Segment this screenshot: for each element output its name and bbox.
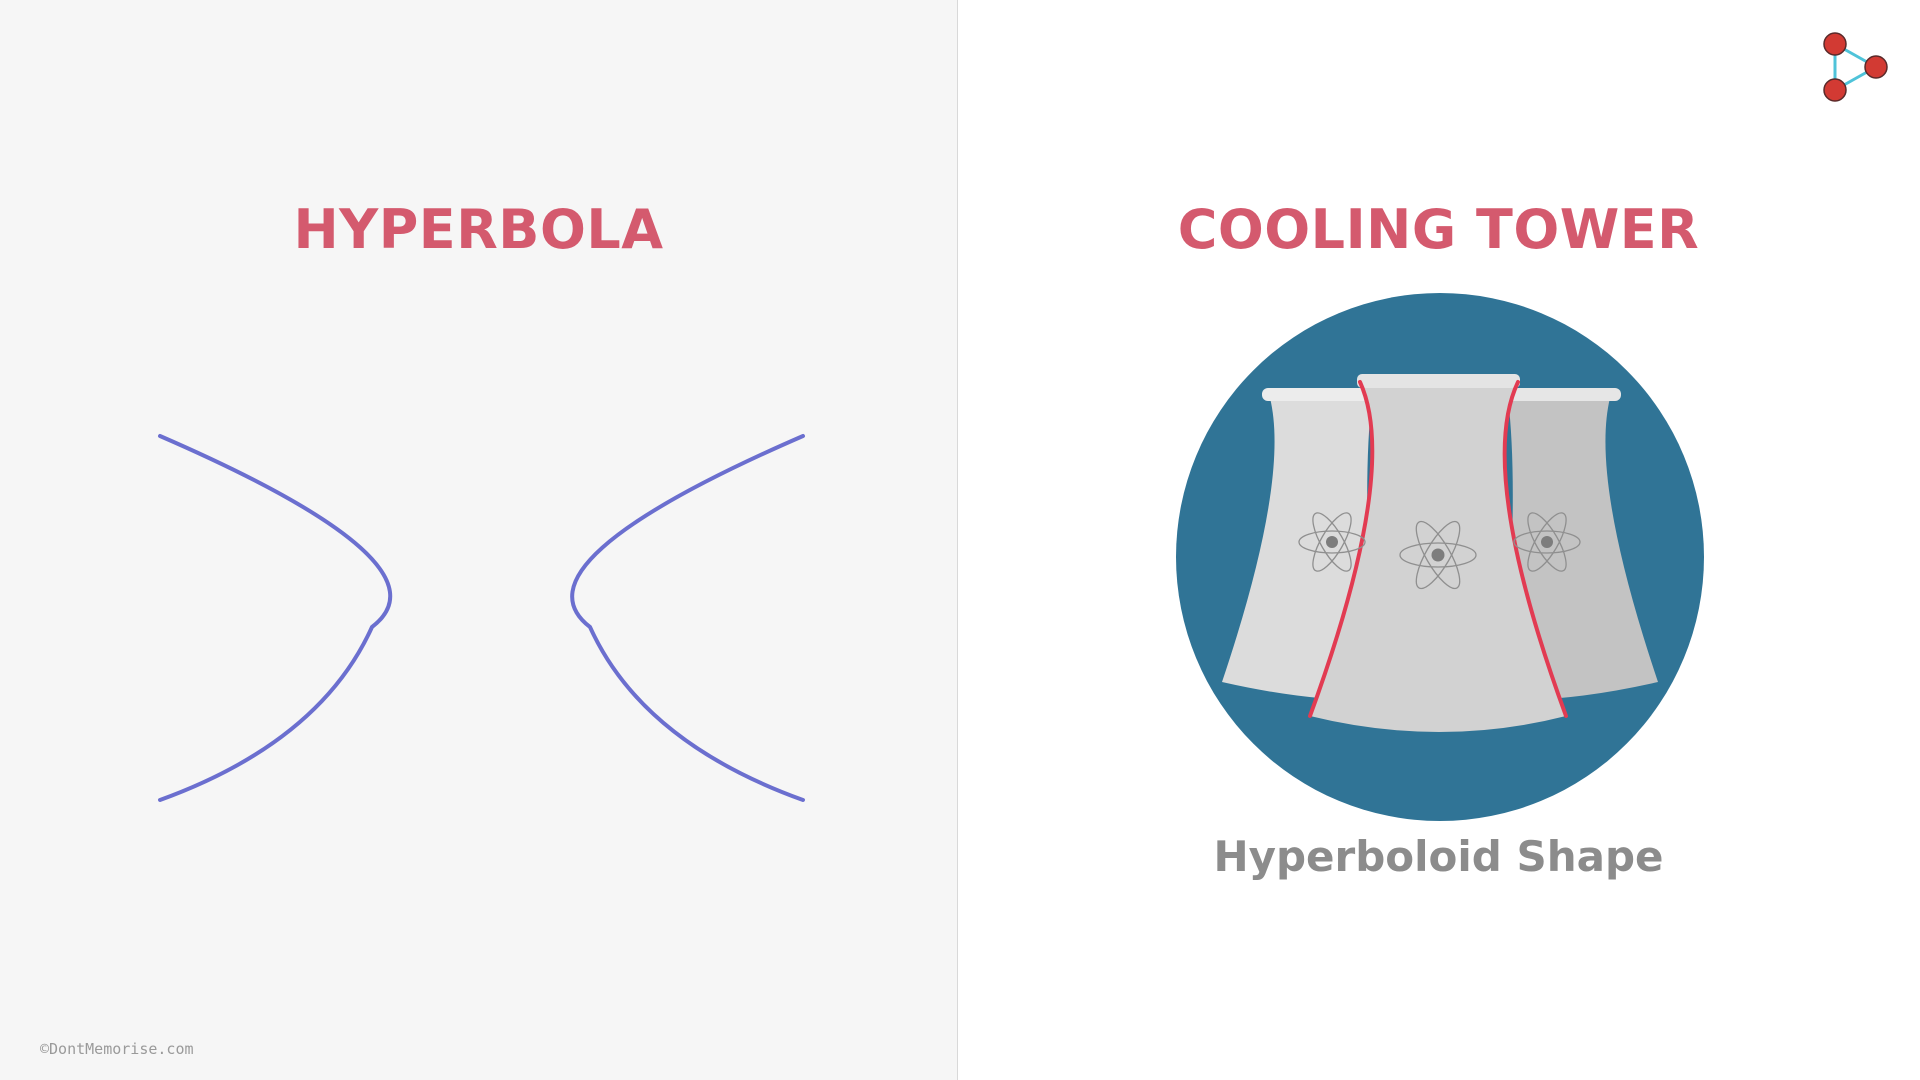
hyperbola-diagram <box>158 434 805 802</box>
atom-icon <box>1399 520 1477 590</box>
hyperbola-panel <box>0 0 957 1080</box>
atom-icon <box>1513 512 1581 572</box>
hyperbola-right-branch <box>570 434 805 802</box>
hyperbola-left-branch <box>158 434 393 802</box>
cooling-tower-title: COOLING TOWER <box>1177 198 1700 261</box>
right-tower <box>1502 388 1658 701</box>
hyperboloid-caption: Hyperboloid Shape <box>1213 832 1664 881</box>
copyright-text: ©DontMemorise.com <box>40 1040 194 1058</box>
tower-hyperbola-outline-right <box>1502 380 1568 718</box>
tower-hyperbola-outline-left <box>1308 380 1375 718</box>
hyperbola-title: HYPERBOLA <box>293 198 664 261</box>
triangle-nodes-logo <box>1823 32 1888 102</box>
atom-icon <box>1298 512 1366 572</box>
